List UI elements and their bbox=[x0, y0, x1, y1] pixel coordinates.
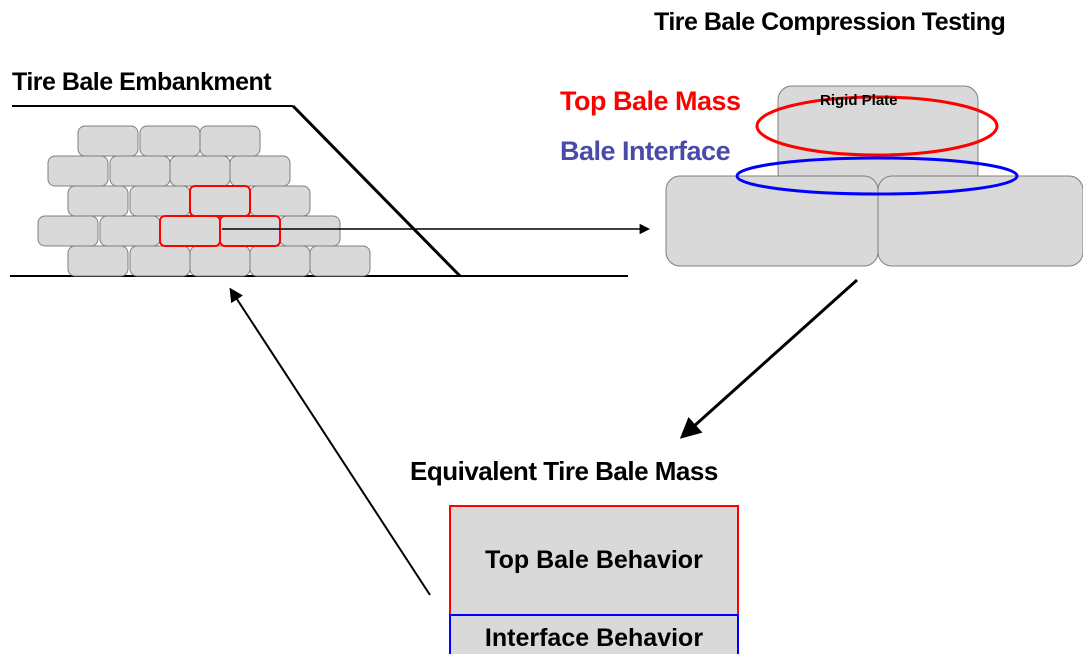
interface-behavior-box: Interface Behavior bbox=[449, 614, 739, 654]
bale bbox=[129, 185, 191, 217]
arrow-testing-to-equivalent bbox=[679, 278, 859, 439]
rigid-plate-bale bbox=[777, 85, 979, 187]
compression-testing-title: Tire Bale Compression Testing bbox=[654, 8, 1006, 36]
top-bale-mass-ellipse bbox=[755, 95, 999, 157]
bale bbox=[99, 215, 161, 247]
bale bbox=[67, 185, 129, 217]
bale bbox=[47, 155, 109, 187]
bale-interface-label: Bale Interface bbox=[560, 136, 731, 166]
bale bbox=[109, 155, 171, 187]
highlighted-bale-left bbox=[159, 215, 221, 247]
bale bbox=[169, 155, 231, 187]
rigid-plate-label: Rigid Plate bbox=[820, 92, 898, 109]
bale bbox=[67, 245, 129, 277]
bale bbox=[189, 245, 251, 277]
bale bbox=[199, 125, 261, 157]
bale bbox=[129, 245, 191, 277]
bale bbox=[249, 185, 311, 217]
equivalent-mass-title: Equivalent Tire Bale Mass bbox=[410, 456, 718, 486]
bottom-bale-right bbox=[877, 175, 1083, 267]
bale bbox=[229, 155, 291, 187]
top-bale-mass-label: Top Bale Mass bbox=[560, 86, 741, 116]
highlighted-bales bbox=[159, 185, 281, 247]
bale bbox=[139, 125, 201, 157]
top-bale-behavior-box: Top Bale Behavior bbox=[449, 505, 739, 614]
arrow-equivalent-to-embankment bbox=[229, 287, 431, 596]
bale bbox=[279, 215, 341, 247]
bale bbox=[309, 245, 371, 277]
bale-interface-ellipse bbox=[735, 156, 1019, 196]
bale bbox=[37, 215, 99, 247]
compression-test-drawing bbox=[665, 85, 1083, 267]
embankment-bales bbox=[37, 125, 371, 277]
highlighted-bale-right bbox=[219, 215, 281, 247]
bottom-bale-left bbox=[665, 175, 879, 267]
highlighted-bale-top bbox=[189, 185, 251, 217]
embankment-title: Tire Bale Embankment bbox=[12, 68, 272, 96]
embankment-drawing bbox=[10, 104, 628, 278]
interface-behavior-label: Interface Behavior bbox=[484, 623, 704, 652]
bale bbox=[77, 125, 139, 157]
bale bbox=[249, 245, 311, 277]
top-bale-behavior-label: Top Bale Behavior bbox=[485, 546, 703, 574]
embankment-slope-line bbox=[291, 104, 462, 278]
